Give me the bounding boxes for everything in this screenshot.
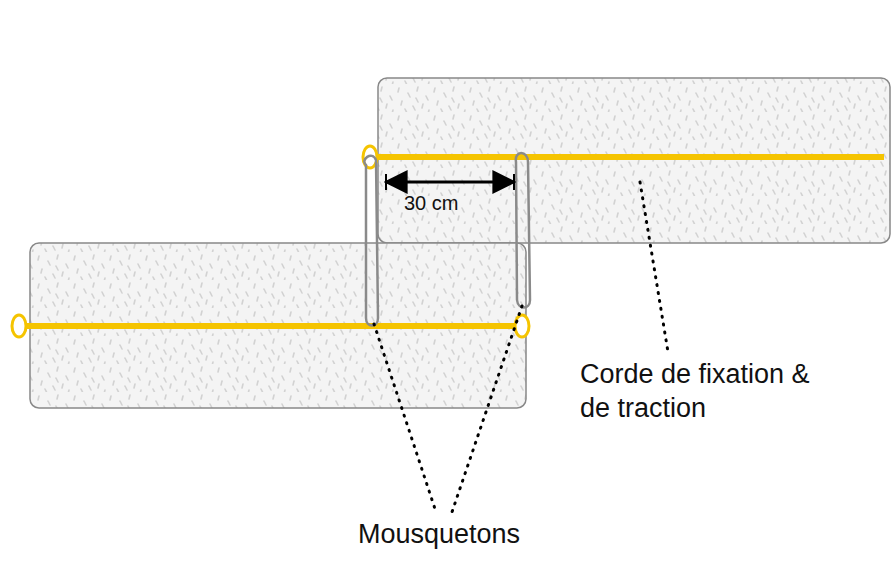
upper-tube [378,78,890,243]
rope-loop [515,315,529,337]
rope-loop [12,315,26,337]
rope [376,154,884,160]
dimension-tick [513,174,515,190]
dimension-tick [385,174,387,190]
dimension-arrow [386,181,514,184]
leader-line [640,182,668,352]
part-label: Mousquetons [358,518,520,552]
carabiner [364,156,378,326]
dimension-label: 30 cm [404,191,458,216]
part-label: Corde de fixation & de traction [580,358,830,426]
carabiner [516,153,530,308]
leader-line [374,324,436,512]
leader-line [452,306,522,512]
rope [26,323,516,329]
